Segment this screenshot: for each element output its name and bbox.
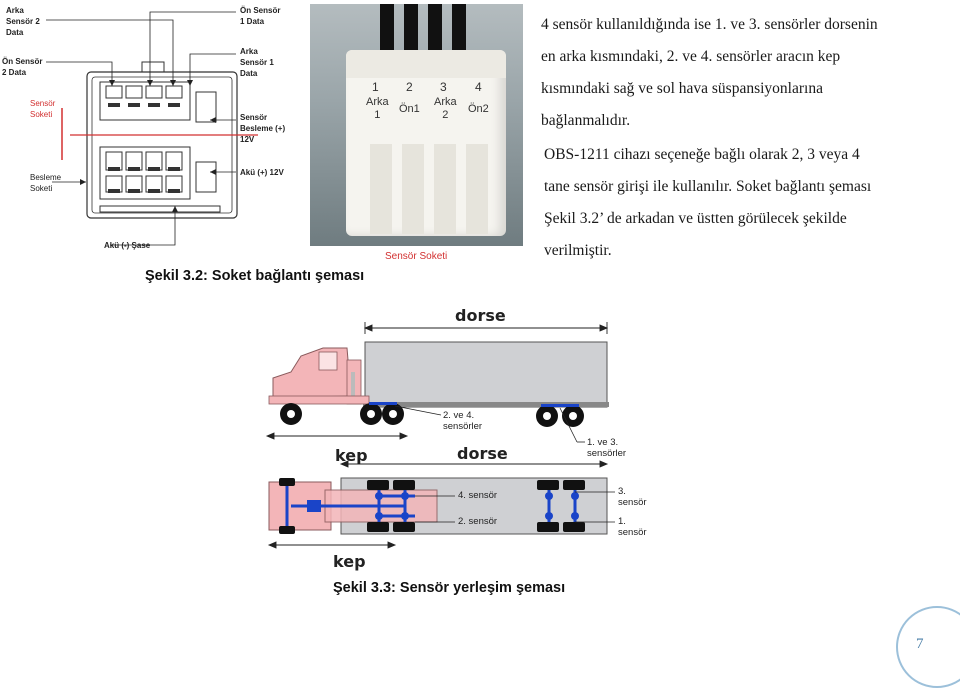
label-arka-sensor-1: Arka Sensör 1 Data <box>240 47 274 78</box>
truck-diagram: dorse kep dorse kep 2. ve 4. sensörler 1… <box>255 300 655 580</box>
label-sensor-3: 3. sensör <box>618 486 647 508</box>
figure-3-3-caption: Şekil 3.3: Sensör yerleşim şeması <box>333 580 566 596</box>
paragraph-1-line-4: bağlanmalıdır. <box>541 112 631 129</box>
pin-number-4: 4 <box>475 80 482 94</box>
pin-name-on-1: Ön1 <box>399 103 420 115</box>
label-arka-sensor-2: Arka Sensör 2 Data <box>6 6 40 37</box>
socket-drawing <box>46 11 258 246</box>
label-sensors-1-3: 1. ve 3. sensörler <box>587 437 627 459</box>
label-on-sensor-1: Ön Sensör 1 Data <box>240 6 281 26</box>
kep-label-side: kep <box>335 446 368 465</box>
socket-photo: 1 2 3 4 Arka 1 Ön1 Arka 2 Ön2 <box>310 4 523 246</box>
figure-3-2-caption: Şekil 3.2: Soket bağlantı şeması <box>145 268 365 284</box>
truck-drawing <box>265 322 615 549</box>
paragraph-2-line-4: verilmiştir. <box>544 242 612 259</box>
label-sensor-besleme: Sensör Besleme (+) 12V <box>240 113 286 144</box>
socket-diagram: Arka Sensör 2 Data Ön Sensör 2 Data Sens… <box>0 0 300 270</box>
paragraph-1-line-3: kısmındaki sağ ve sol hava süspansiyonla… <box>541 80 823 97</box>
label-besleme-soketi: Besleme Soketi <box>30 173 62 193</box>
pin-number-3: 3 <box>440 80 447 94</box>
page-number-badge <box>896 606 960 688</box>
pin-name-arka-1: Arka 1 <box>366 96 389 121</box>
label-sensor-2: 2. sensör <box>458 516 498 527</box>
paragraph-1: 4 sensör kullanıldığında ise 1. ve 3. se… <box>541 9 878 137</box>
dorse-label-middle: dorse <box>457 444 508 463</box>
label-aku-plus: Akü (+) 12V <box>240 168 284 177</box>
pin-number-2: 2 <box>406 80 413 94</box>
kep-label-bottom: kep <box>333 552 366 571</box>
pin-name-on-2: Ön2 <box>468 103 489 115</box>
dorse-label-top: dorse <box>455 306 506 325</box>
paragraph-2-line-2: tane sensör girişi ile kullanılır. Soket… <box>544 178 872 195</box>
paragraph-1-line-1: 4 sensör kullanıldığında ise 1. ve 3. se… <box>541 16 878 33</box>
label-sensor-4: 4. sensör <box>458 490 498 501</box>
label-sensors-2-4: 2. ve 4. sensörler <box>443 410 483 432</box>
paragraph-1-line-2: en arka kısmındaki, 2. ve 4. sensörler a… <box>541 48 841 65</box>
label-aku-minus: Akü (-) Şase <box>104 241 151 250</box>
paragraph-2-line-1: OBS-1211 cihazı seçeneğe bağlı olarak 2,… <box>544 146 860 163</box>
pin-number-1: 1 <box>372 80 379 94</box>
page-number: 7 <box>916 636 924 652</box>
sensor-soketi-label: Sensör Soketi <box>385 251 448 262</box>
pin-name-arka-2: Arka 2 <box>434 96 457 121</box>
label-on-sensor-2: Ön Sensör 2 Data <box>2 57 43 77</box>
label-sensor-1: 1. sensör <box>618 516 647 538</box>
paragraph-2-line-3: Şekil 3.2’ de arkadan ve üstten görülece… <box>544 210 847 227</box>
label-sensor-soketi: Sensör Soketi <box>30 99 56 119</box>
paragraph-2: OBS-1211 cihazı seçeneğe bağlı olarak 2,… <box>544 139 871 267</box>
